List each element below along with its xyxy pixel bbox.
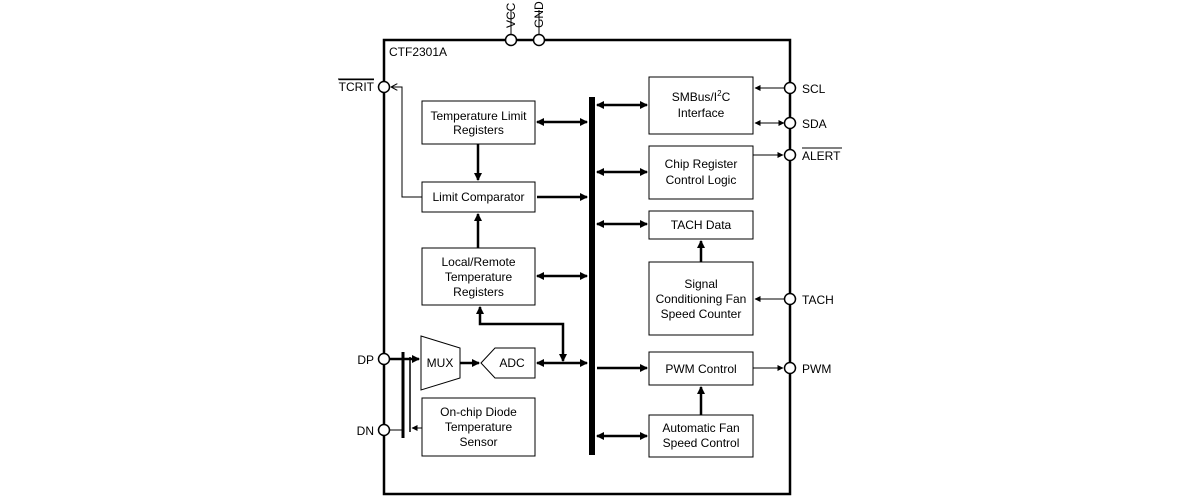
svg-text:Speed Control: Speed Control	[663, 436, 740, 450]
svg-text:Registers: Registers	[453, 123, 504, 137]
chip-outline	[382, 38, 792, 496]
svg-text:ALERT: ALERT	[802, 149, 841, 163]
svg-text:MUX: MUX	[427, 356, 454, 370]
svg-text:Temperature: Temperature	[445, 270, 513, 284]
tcrit-pin: TCRIT	[338, 78, 391, 94]
svg-text:PWM Control: PWM Control	[665, 362, 736, 376]
sda-pin: SDA	[783, 116, 827, 131]
gnd-pin: GND	[532, 1, 546, 47]
pwm-pin: PWM	[783, 361, 831, 376]
automatic-fan-speed-control-block: Automatic Fan Speed Control	[648, 414, 754, 458]
svg-text:Chip Register: Chip Register	[665, 157, 738, 171]
svg-text:TCRIT: TCRIT	[339, 80, 375, 94]
svg-text:SDA: SDA	[802, 117, 827, 131]
svg-text:SMBus/I2C: SMBus/I2C	[672, 89, 731, 104]
svg-text:Registers: Registers	[453, 285, 504, 299]
mux-block: MUX	[420, 335, 461, 391]
svg-text:SCL: SCL	[802, 82, 826, 96]
svg-text:PWM: PWM	[802, 362, 831, 376]
chip-name: CTF2301A	[389, 45, 447, 59]
limit-comparator-block: Limit Comparator	[421, 181, 536, 213]
svg-text:Control Logic: Control Logic	[666, 173, 737, 187]
svg-text:Sensor: Sensor	[459, 435, 497, 449]
svg-text:TACH: TACH	[802, 293, 834, 307]
alert-pin: ALERT	[783, 147, 842, 163]
svg-text:Temperature: Temperature	[445, 420, 513, 434]
internal-bus	[589, 97, 595, 455]
svg-text:Limit Comparator: Limit Comparator	[432, 190, 524, 204]
svg-text:DN: DN	[357, 424, 374, 438]
dn-pin: DN	[357, 423, 391, 438]
svg-text:TACH Data: TACH Data	[671, 218, 732, 232]
svg-text:Signal: Signal	[684, 277, 717, 291]
tach-data-block: TACH Data	[648, 210, 754, 240]
arrow-adc-to-registers	[476, 306, 567, 362]
signal-conditioning-fan-speed-counter-block: Signal Conditioning Fan Speed Counter	[648, 261, 754, 336]
smbus-interface-block: SMBus/I2C Interface	[648, 76, 754, 135]
svg-text:Conditioning Fan: Conditioning Fan	[656, 292, 747, 306]
tach-pin: TACH	[783, 292, 834, 307]
svg-text:GND: GND	[532, 1, 546, 28]
svg-text:Local/Remote: Local/Remote	[441, 255, 515, 269]
temperature-limit-registers-block: Temperature Limit Registers	[421, 100, 536, 145]
chip-register-control-logic-block: Chip Register Control Logic	[648, 145, 754, 200]
svg-text:On-chip Diode: On-chip Diode	[440, 405, 517, 419]
arrow-comparator-to-tcrit	[391, 87, 422, 198]
svg-text:DP: DP	[357, 353, 374, 367]
svg-text:Temperature Limit: Temperature Limit	[430, 109, 527, 123]
local-remote-temperature-registers-block: Local/Remote Temperature Registers	[421, 247, 536, 306]
pwm-control-block: PWM Control	[648, 351, 754, 386]
svg-text:VCC: VCC	[504, 2, 518, 28]
on-chip-diode-sensor-block: On-chip Diode Temperature Sensor	[421, 397, 536, 457]
adc-block: ADC	[480, 347, 536, 379]
svg-text:Automatic Fan: Automatic Fan	[662, 421, 739, 435]
vcc-pin: VCC	[504, 2, 518, 47]
dp-pin: DP	[357, 352, 391, 367]
scl-pin: SCL	[783, 81, 826, 96]
svg-text:ADC: ADC	[499, 356, 525, 370]
svg-text:Speed Counter: Speed Counter	[661, 307, 742, 321]
svg-text:Interface: Interface	[678, 106, 725, 120]
